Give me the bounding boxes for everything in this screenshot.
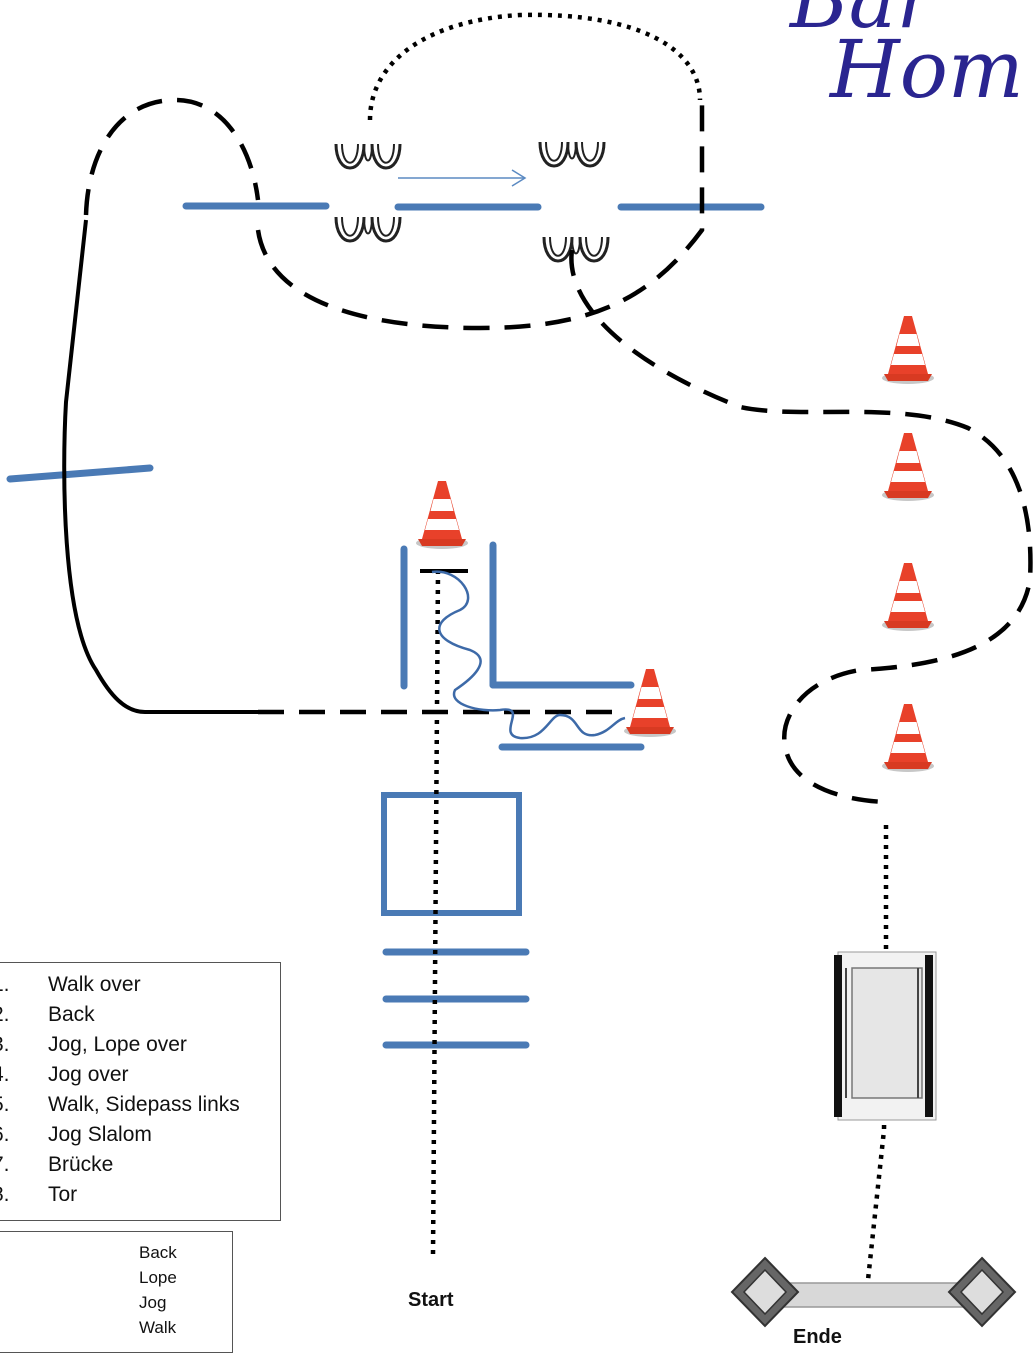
key-label-back: Back: [139, 1243, 177, 1262]
cone-icon: [882, 704, 934, 772]
brand-logo: Bar Hom: [790, 0, 1024, 110]
cone-icon: [882, 316, 934, 384]
gate-icon: [730, 1256, 1017, 1328]
cone-icon: [882, 563, 934, 631]
key-label-jog: Jog: [139, 1293, 167, 1312]
start-label: Start: [408, 1289, 454, 1311]
cone-icon: [624, 669, 676, 737]
top-poles: [182, 202, 765, 211]
bridge-icon: [834, 951, 937, 1121]
back-through-l-poles: [400, 541, 645, 751]
key-label-lope: Lope: [139, 1268, 177, 1287]
block-icon: [334, 142, 402, 170]
line-key-legend: Back Lope Jog Walk: [0, 1231, 233, 1353]
cone-icon: [416, 481, 468, 549]
steps-legend: 1.Walk over 2.Back 3.Jog, Lope over 4.Jo…: [0, 962, 281, 1221]
end-label: Ende: [793, 1326, 842, 1348]
walk-over-box: [381, 792, 522, 916]
lope-path: [62, 219, 258, 714]
walk-over-poles: [382, 948, 530, 1049]
block-icon: [538, 140, 606, 168]
block-icon: [542, 235, 610, 263]
cone-icon: [882, 433, 934, 501]
back-wavy-path: [431, 570, 626, 740]
key-label-walk: Walk: [139, 1318, 177, 1337]
block-icon: [334, 215, 402, 243]
jog-paths: [83, 97, 1033, 805]
brand-line-2: Hom: [830, 23, 1024, 116]
sidepass-arrow: [398, 169, 527, 187]
left-pole: [6, 464, 154, 483]
brand-line-1: Bar: [790, 0, 1024, 40]
